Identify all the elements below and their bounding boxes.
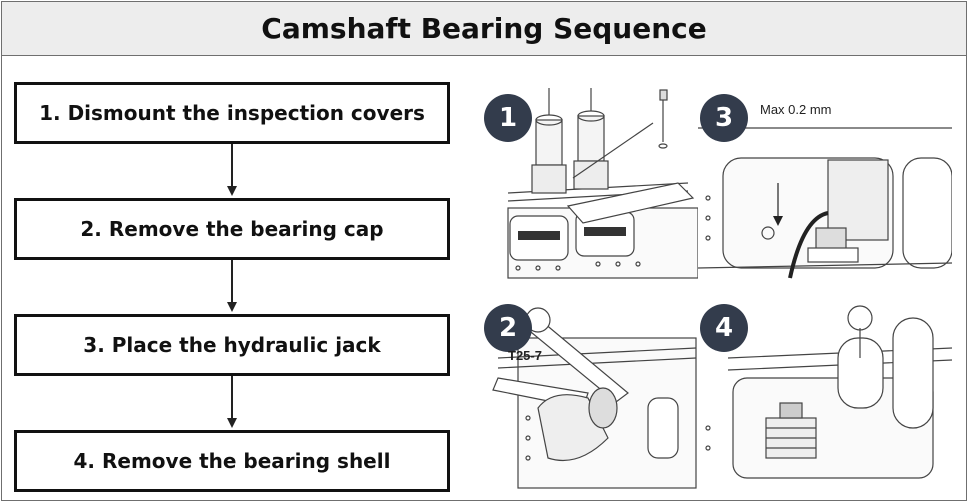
title-bar: Camshaft Bearing Sequence bbox=[1, 1, 967, 56]
step-2-label: 2. Remove the bearing cap bbox=[80, 217, 384, 241]
illustration-1: 1 bbox=[478, 88, 698, 284]
clearance-callout: Max 0.2 mm bbox=[760, 102, 832, 117]
arrow-3-to-4 bbox=[227, 376, 237, 428]
step-3-label: 3. Place the hydraulic jack bbox=[83, 333, 381, 357]
bearing-shell-drawing bbox=[705, 305, 952, 479]
step-badge-1: 1 bbox=[484, 94, 532, 142]
arrow-2-to-3 bbox=[227, 260, 237, 312]
illustration-4: 4 bbox=[698, 298, 952, 494]
hydraulic-jack-drawing bbox=[698, 127, 952, 279]
illustration-2: 2 T25-7 bbox=[478, 298, 698, 494]
step-3-box: 3. Place the hydraulic jack bbox=[14, 314, 450, 376]
arrow-1-to-2 bbox=[227, 144, 237, 196]
step-4-box: 4. Remove the bearing shell bbox=[14, 430, 450, 492]
step-1-label: 1. Dismount the inspection covers bbox=[39, 101, 425, 125]
page-title: Camshaft Bearing Sequence bbox=[261, 12, 707, 45]
bearing-cap-drawing bbox=[492, 307, 697, 489]
step-badge-3: 3 bbox=[700, 94, 748, 142]
step-badge-4: 4 bbox=[700, 304, 748, 352]
step-2-box: 2. Remove the bearing cap bbox=[14, 198, 450, 260]
step-badge-2: 2 bbox=[484, 304, 532, 352]
step-1-box: 1. Dismount the inspection covers bbox=[14, 82, 450, 144]
tool-callout: T25-7 bbox=[508, 348, 542, 363]
inspection-covers-drawing bbox=[507, 88, 698, 279]
step-4-label: 4. Remove the bearing shell bbox=[73, 449, 391, 473]
illustration-3: 3 Max 0.2 mm bbox=[698, 88, 952, 284]
